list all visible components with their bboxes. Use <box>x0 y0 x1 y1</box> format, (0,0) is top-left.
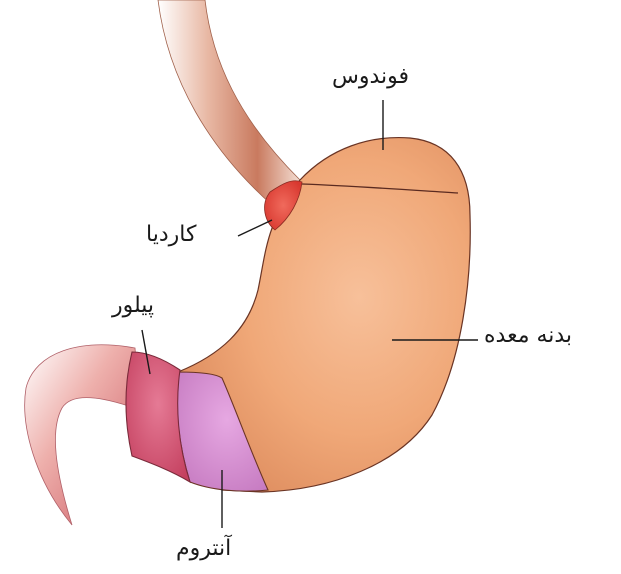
duodenum <box>25 345 140 525</box>
cardia-label: کاردیا <box>146 224 196 246</box>
body-label: بدنه معده <box>484 325 572 347</box>
esophagus <box>158 0 300 205</box>
antrum-label: آنتروم <box>176 538 231 560</box>
pylorus-label: پیلور <box>112 295 154 317</box>
fundus-label: فوندوس <box>332 66 409 88</box>
cardia-leader <box>238 220 272 236</box>
